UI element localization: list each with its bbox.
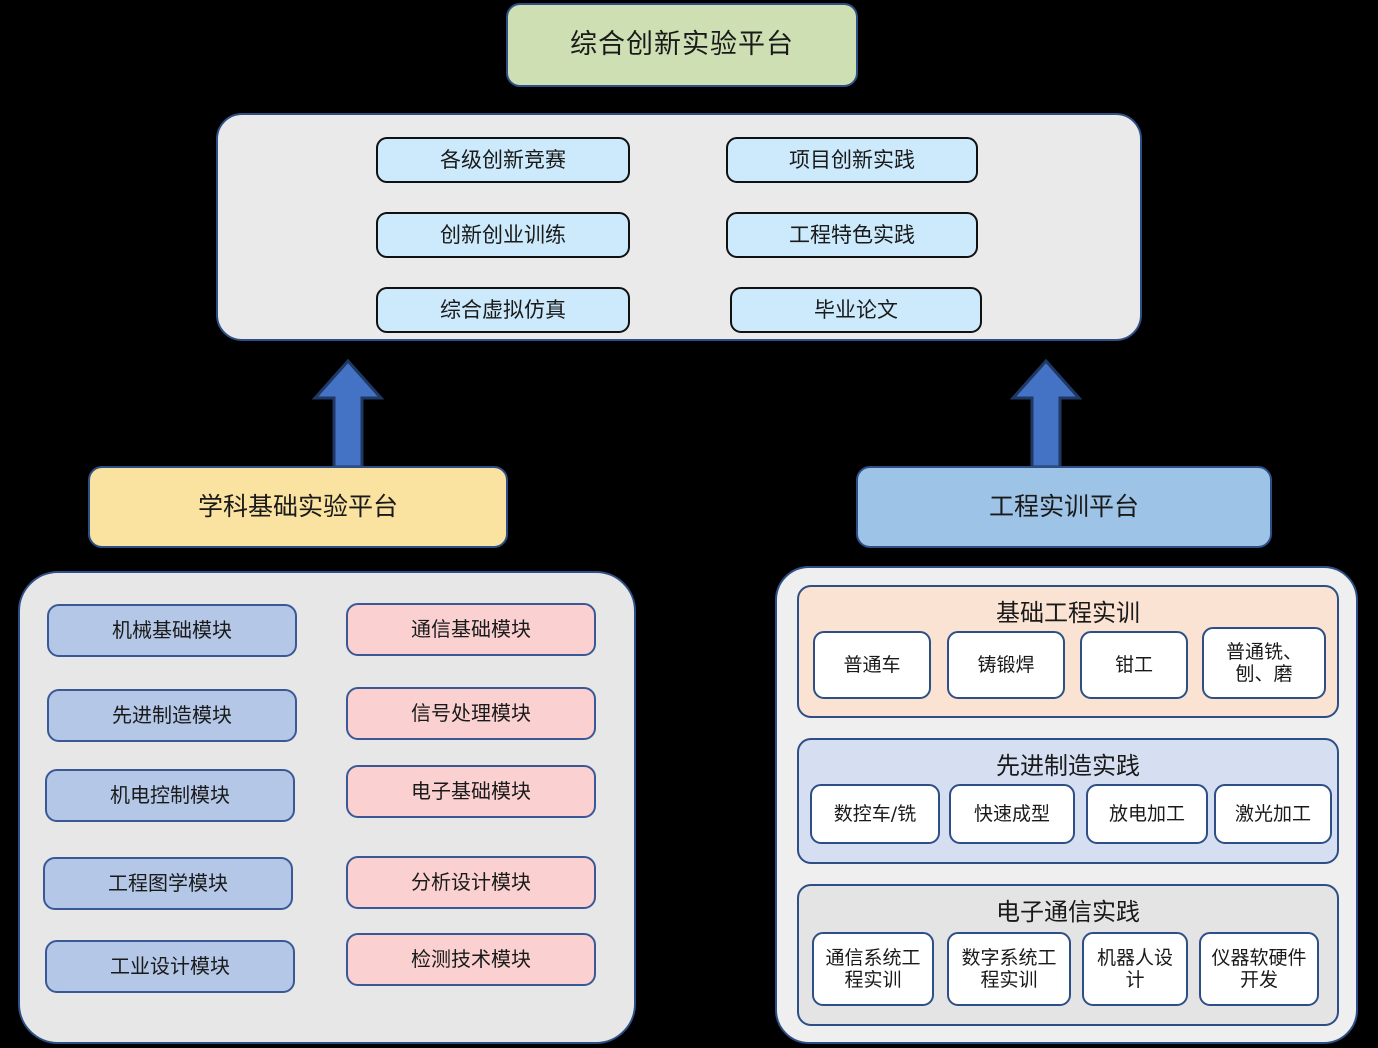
training-item-1-1[interactable]: 快速成型 xyxy=(949,784,1075,844)
training-section-basic-engineering: 基础工程实训 普通车 铸锻焊 钳工 普通铣、刨、磨 xyxy=(797,585,1339,718)
module-electronics-basics[interactable]: 电子基础模块 xyxy=(346,765,596,818)
arrow-training-to-innovation-icon xyxy=(1010,358,1082,469)
innovation-item-0-0[interactable]: 各级创新竞赛 xyxy=(376,137,630,183)
training-item-1-0[interactable]: 数控车/铣 xyxy=(810,784,940,844)
innovation-item-1-2[interactable]: 毕业论文 xyxy=(730,287,982,333)
training-section-title-2: 电子通信实践 xyxy=(996,898,1140,926)
innovation-item-0-2[interactable]: 综合虚拟仿真 xyxy=(376,287,630,333)
arrow-basic-to-innovation-icon xyxy=(312,358,384,469)
innovation-item-0-1[interactable]: 创新创业训练 xyxy=(376,212,630,258)
module-communication-basics[interactable]: 通信基础模块 xyxy=(346,603,596,656)
innovation-item-1-0[interactable]: 项目创新实践 xyxy=(726,137,978,183)
training-item-0-1[interactable]: 铸锻焊 xyxy=(947,631,1065,699)
innovation-panel: 各级创新竞赛 创新创业训练 综合虚拟仿真 项目创新实践 工程特色实践 毕业论文 xyxy=(216,113,1142,341)
training-item-0-0[interactable]: 普通车 xyxy=(813,631,931,699)
module-industrial-design[interactable]: 工业设计模块 xyxy=(45,940,295,993)
training-section-title-0: 基础工程实训 xyxy=(996,599,1140,627)
basic-platform-panel: 机械基础模块 先进制造模块 机电控制模块 工程图学模块 工业设计模块 通信基础模… xyxy=(18,571,636,1044)
training-section-advanced-manufacturing: 先进制造实践 数控车/铣 快速成型 放电加工 激光加工 xyxy=(797,738,1339,864)
training-item-2-1[interactable]: 数字系统工程实训 xyxy=(947,932,1071,1006)
training-item-2-3[interactable]: 仪器软硬件开发 xyxy=(1199,932,1319,1006)
module-mechanical-basics[interactable]: 机械基础模块 xyxy=(47,604,297,657)
module-advanced-manufacturing[interactable]: 先进制造模块 xyxy=(47,689,297,742)
training-platform-panel: 基础工程实训 普通车 铸锻焊 钳工 普通铣、刨、磨 先进制造实践 数控车/铣 快… xyxy=(775,566,1358,1044)
training-item-0-2[interactable]: 钳工 xyxy=(1080,631,1188,699)
training-item-1-2[interactable]: 放电加工 xyxy=(1086,784,1208,844)
training-section-title-1: 先进制造实践 xyxy=(996,752,1140,780)
training-item-0-3[interactable]: 普通铣、刨、磨 xyxy=(1202,627,1326,699)
basic-platform-header[interactable]: 学科基础实验平台 xyxy=(88,466,508,548)
innovation-item-1-1[interactable]: 工程特色实践 xyxy=(726,212,978,258)
training-item-2-0[interactable]: 通信系统工程实训 xyxy=(812,932,934,1006)
module-electromechanical-control[interactable]: 机电控制模块 xyxy=(45,769,295,822)
training-section-electronic-communication: 电子通信实践 通信系统工程实训 数字系统工程实训 机器人设计 仪器软硬件开发 xyxy=(797,884,1339,1026)
training-platform-header[interactable]: 工程实训平台 xyxy=(856,466,1272,548)
top-platform-box[interactable]: 综合创新实验平台 xyxy=(506,3,858,87)
module-signal-processing[interactable]: 信号处理模块 xyxy=(346,687,596,740)
training-item-1-3[interactable]: 激光加工 xyxy=(1214,784,1332,844)
training-item-2-2[interactable]: 机器人设计 xyxy=(1082,932,1188,1006)
module-detection-technology[interactable]: 检测技术模块 xyxy=(346,933,596,986)
module-analysis-design[interactable]: 分析设计模块 xyxy=(346,856,596,909)
module-engineering-graphics[interactable]: 工程图学模块 xyxy=(43,857,293,910)
